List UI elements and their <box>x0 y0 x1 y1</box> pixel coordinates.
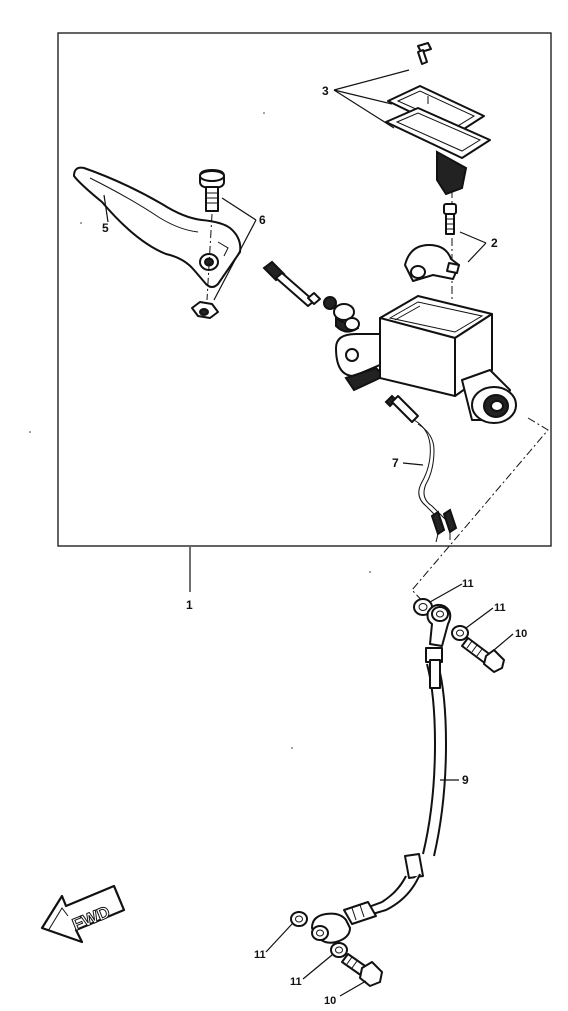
brake-light-switch <box>384 394 458 543</box>
brake-lever <box>73 166 242 288</box>
leader-11-upper-b <box>465 607 494 629</box>
leader-3a <box>333 69 410 91</box>
leader-11-lower-b <box>302 954 333 980</box>
upper-banjo-fitting <box>413 598 505 673</box>
leader-3c <box>333 89 395 129</box>
lower-banjo-fitting <box>290 901 383 987</box>
leader-11-lower-a <box>265 923 293 953</box>
piston-kit <box>262 260 360 333</box>
master-cylinder-body <box>335 295 517 424</box>
forward-direction-arrow: FWD <box>40 884 126 944</box>
pivot-bolt-and-nut <box>191 169 225 319</box>
leader-2b <box>467 242 487 263</box>
leader-10-lower <box>339 980 367 997</box>
callout-11-upper-b: 11 <box>494 602 506 614</box>
callout-11-lower-a: 11 <box>254 949 266 961</box>
callout-3: 3 <box>322 84 329 98</box>
callout-1: 1 <box>186 598 193 612</box>
callout-7: 7 <box>392 456 399 470</box>
reservoir-cap-group <box>385 42 491 196</box>
leader-5 <box>103 194 109 223</box>
leader-2a <box>459 231 487 244</box>
connection-centerline <box>411 417 549 606</box>
leader-6b <box>213 219 257 301</box>
leader-10-upper <box>493 633 514 651</box>
callout-2: 2 <box>491 236 498 250</box>
callout-9: 9 <box>462 773 469 787</box>
callout-10-upper: 10 <box>515 628 527 640</box>
leader-7 <box>402 462 424 466</box>
callout-10-lower: 10 <box>324 995 336 1007</box>
callout-11-upper-a: 11 <box>462 578 474 590</box>
brake-hose <box>365 659 447 917</box>
callout-11-lower-b: 11 <box>290 976 302 988</box>
assembly-frame <box>57 32 552 547</box>
clamp-and-bolt <box>404 203 460 282</box>
leader-3b <box>333 89 393 105</box>
callout-6: 6 <box>259 213 266 227</box>
leader-11-upper-a <box>429 583 463 603</box>
leader-6a <box>221 197 257 221</box>
callout-5: 5 <box>102 221 109 235</box>
